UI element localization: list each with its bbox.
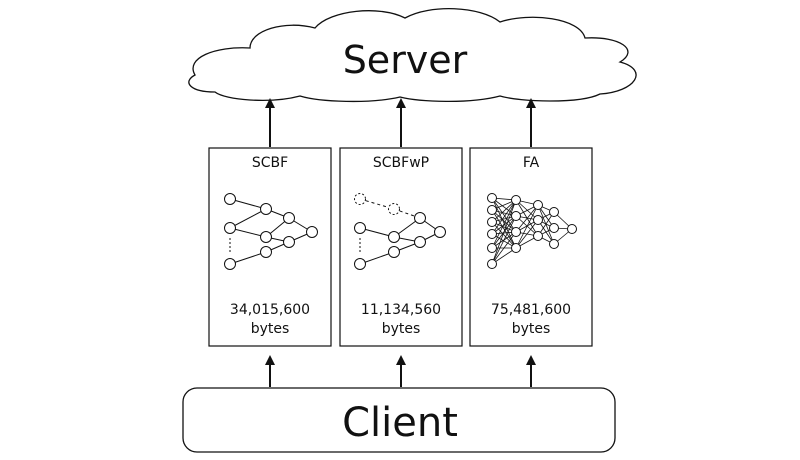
network-node	[487, 243, 497, 253]
network-node	[487, 217, 497, 227]
network-node	[511, 195, 521, 205]
size-value: 11,134,560	[361, 302, 441, 318]
network-node	[487, 205, 497, 215]
method-panel-scbf: SCBF 34,015,600 bytes	[208, 147, 332, 347]
network-edge	[515, 204, 539, 249]
cloud-shape	[188, 7, 637, 103]
network-edge	[491, 197, 517, 233]
size-unit: bytes	[251, 321, 290, 337]
network-edge	[491, 199, 517, 265]
pruned-network-icon	[354, 193, 446, 270]
panel-rect	[208, 147, 332, 347]
network-node	[533, 215, 543, 225]
size-unit: bytes	[382, 321, 421, 337]
network-node	[511, 227, 521, 237]
method-panel-scbfwp: SCBFwP 11,134,560 bytes	[339, 147, 463, 347]
client-rect	[182, 387, 616, 453]
network-node	[567, 224, 577, 234]
network-edge	[515, 219, 539, 249]
network-node	[487, 229, 497, 239]
method-name: FA	[523, 155, 540, 171]
network-node	[487, 259, 497, 269]
server-cloud: Server	[188, 7, 637, 103]
size-value: 75,481,600	[491, 302, 571, 318]
fully-connected-network-icon	[487, 193, 577, 269]
network-edge	[491, 199, 517, 235]
network-node	[533, 231, 543, 241]
client-arrows	[265, 355, 536, 387]
server-label: Server	[343, 38, 468, 82]
network-edge	[491, 231, 517, 265]
network-node	[549, 239, 559, 249]
neural-network-icon	[224, 193, 318, 270]
method-panel-fa: FA 75,481,600 bytes	[469, 147, 593, 347]
network-node	[487, 193, 497, 203]
network-edge	[491, 215, 517, 265]
network-node	[533, 200, 543, 210]
network-edge	[491, 209, 517, 249]
size-value: 34,015,600	[230, 302, 310, 318]
size-unit: bytes	[512, 321, 551, 337]
network-node	[511, 243, 521, 253]
network-node	[549, 207, 559, 217]
network-node	[549, 223, 559, 233]
method-name: SCBFwP	[373, 155, 429, 171]
network-edge	[491, 221, 517, 249]
network-node	[511, 211, 521, 221]
network-edge	[491, 197, 517, 249]
upload-arrows	[265, 98, 536, 147]
network-edge	[515, 204, 539, 233]
network-edge	[491, 209, 517, 233]
client-label: Client	[342, 400, 458, 446]
network-edge	[491, 199, 517, 249]
method-name: SCBF	[252, 155, 288, 171]
network-edge	[491, 199, 517, 223]
client-box: Client	[182, 387, 616, 453]
